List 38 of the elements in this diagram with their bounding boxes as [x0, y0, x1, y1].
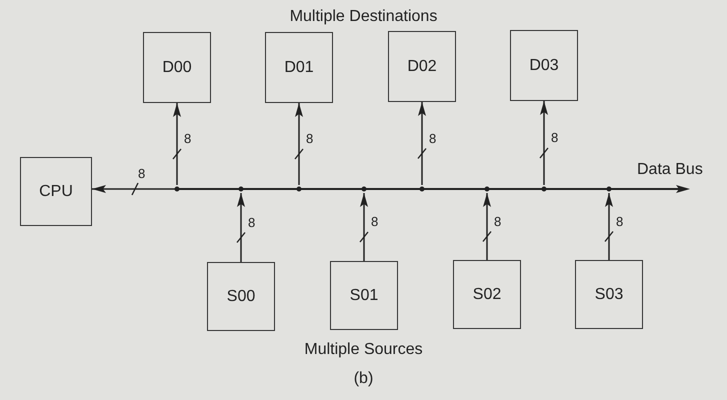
- unit-name: D00: [162, 58, 192, 76]
- unit-box: [575, 260, 643, 329]
- edge-label: 8: [550, 131, 560, 145]
- edge-label: 8: [247, 216, 256, 230]
- unit-box: [265, 32, 333, 103]
- arrow: [418, 102, 426, 185]
- edge-label: 8: [183, 132, 192, 146]
- arrow: [483, 193, 491, 260]
- data-bus-arrow: [178, 185, 690, 193]
- unit-name: S03: [594, 286, 624, 304]
- edge-label: 8: [137, 167, 146, 181]
- arrow: [173, 103, 181, 185]
- unit-name: S02: [472, 286, 502, 304]
- unit-name: S00: [226, 288, 256, 306]
- edge-label: 8: [305, 132, 314, 146]
- edge-label: 8: [493, 214, 502, 228]
- arrow: [540, 101, 548, 185]
- edge-label: 8: [370, 215, 380, 229]
- unit-name: S01: [350, 286, 378, 304]
- edge-label: 8: [428, 132, 438, 146]
- unit-box: [510, 30, 578, 101]
- bus-label: Data Bus: [637, 161, 703, 179]
- unit-box: [453, 260, 521, 329]
- unit-box: [388, 31, 456, 102]
- unit-name: D03: [529, 56, 559, 74]
- arrow: [295, 103, 303, 185]
- unit-box: [207, 262, 275, 331]
- arrow: [605, 193, 613, 260]
- unit-name: D01: [284, 58, 314, 76]
- unit-name: D02: [407, 58, 437, 76]
- figure-caption: (b): [352, 370, 376, 388]
- edge-label: 8: [615, 214, 624, 228]
- arrow: [360, 193, 368, 261]
- unit-box: [20, 157, 92, 226]
- unit-name: CPU: [39, 182, 73, 200]
- unit-box: [330, 261, 398, 330]
- arrow: [237, 193, 245, 262]
- unit-box: [143, 32, 211, 103]
